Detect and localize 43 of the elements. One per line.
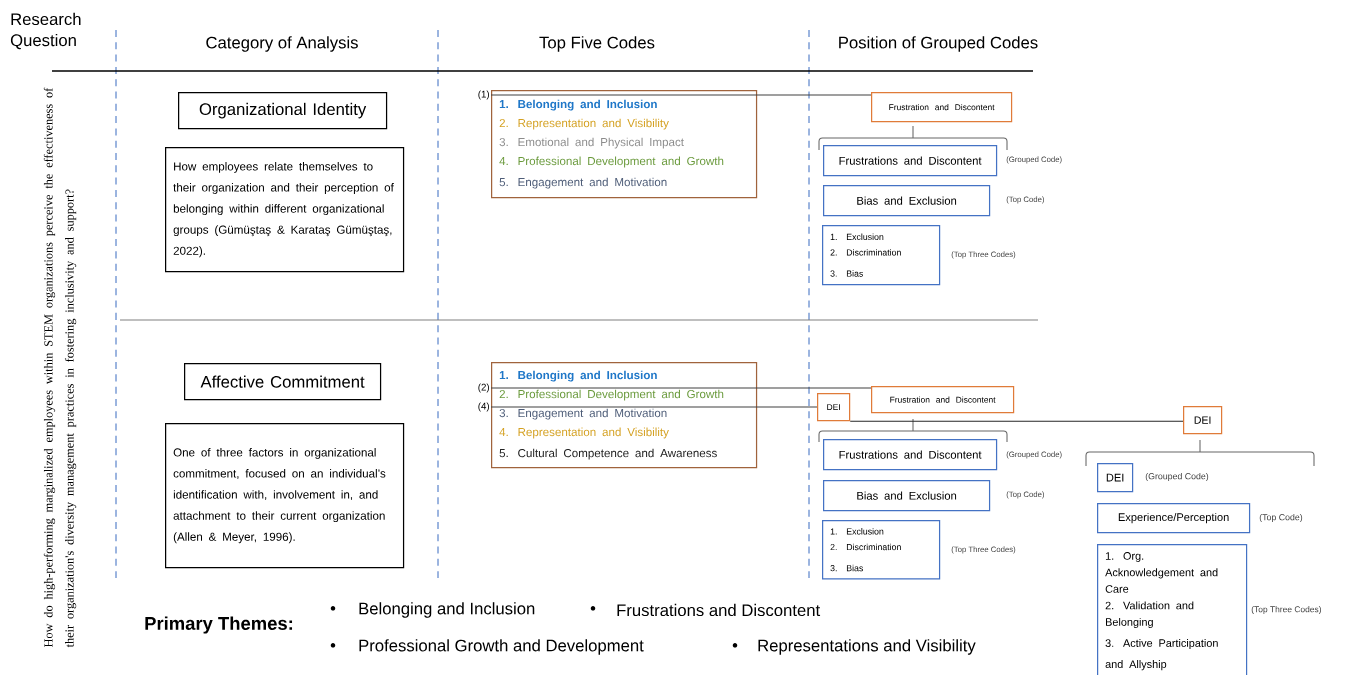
bullet: • xyxy=(732,643,738,648)
connector-line xyxy=(490,94,872,96)
code-box: Bias and Exclusion xyxy=(823,185,991,217)
theme-item: Representations and Visibility xyxy=(758,639,976,655)
column-header: Position of Grouped Codes xyxy=(839,36,1038,52)
grouped-code-box: DEI xyxy=(1183,406,1223,435)
theme-item: Belonging and Inclusion xyxy=(359,602,535,618)
code-list-box: 1. Belonging and Inclusion 2. Representation and Visibility 3. Emotional and Physical Impact 4. Professional Development and Growth 5. Engagement and Motivation xyxy=(491,90,758,199)
code-list-box: 1. Belonging and Inclusion 2. Professional Development and Growth 3. Engagement and Motivation 4. Representation and Visibility 5. Cultural Competence and Awareness xyxy=(491,362,758,469)
definition-box: One of three factors in organizational commitment, focused on an individual’s identification with, involvement in, and attachment to their current organization (Allen & Meyer, 1996). xyxy=(165,423,405,569)
code-box: Bias and Exclusion xyxy=(823,480,991,512)
category-box: Organizational Identity xyxy=(178,92,388,130)
research-question: How do high-performing marginalized employees within STEM organizations perceive the effectiveness of their organization's diversity management practices in fostering inclusivity and support? xyxy=(43,87,77,648)
column-header: Top Five Codes xyxy=(539,36,655,52)
bullet: • xyxy=(330,606,336,611)
edge-label: (1) xyxy=(476,89,491,101)
theme-item: Frustrations and Discontent xyxy=(617,603,821,617)
grouped-code-box: Frustration and Discontent xyxy=(871,386,1015,414)
column-header: Category of Analysis xyxy=(206,36,358,52)
edge-label: (2) xyxy=(476,382,491,394)
grouped-code-box: Frustration and Discontent xyxy=(871,92,1013,123)
code-type-note: (Grouped Code) xyxy=(1145,472,1209,482)
bullet: • xyxy=(590,606,596,611)
connector-line xyxy=(849,420,1184,422)
edge-label: (4) xyxy=(476,401,491,413)
code-box: Frustrations and Discontent xyxy=(823,145,998,177)
connector-line xyxy=(490,387,872,389)
code-box: DEI xyxy=(1097,463,1134,493)
code-list-box: 1. Exclusion 2. Discrimination 3. Bias xyxy=(822,225,941,286)
code-box: Frustrations and Discontent xyxy=(823,439,998,471)
code-type-note: (Top Code) xyxy=(1259,513,1303,523)
grouped-code-box: DEI xyxy=(817,393,851,422)
definition-box: How employees relate themselves to their organization and their perception of belonging within different organizational groups (Gümüştaş & Karataş Gümüştaş, 2022). xyxy=(165,147,405,273)
connector-line xyxy=(490,406,818,408)
code-type-note: (Top Three Codes) xyxy=(1251,606,1321,614)
category-box: Affective Commitment xyxy=(184,363,382,401)
bullet: • xyxy=(330,643,336,648)
code-list-box: 1. Exclusion 2. Discrimination 3. Bias xyxy=(822,520,941,580)
themes-heading: Primary Themes: xyxy=(145,616,293,634)
code-list-box: 1. Org. Acknowledgement and Care 2. Validation and Belonging 3. Active Participation and Allyship xyxy=(1097,544,1248,675)
column-header: Research Question xyxy=(10,12,81,50)
theme-item: Professional Growth and Development xyxy=(359,639,644,655)
code-box: Experience/Perception xyxy=(1097,503,1251,534)
